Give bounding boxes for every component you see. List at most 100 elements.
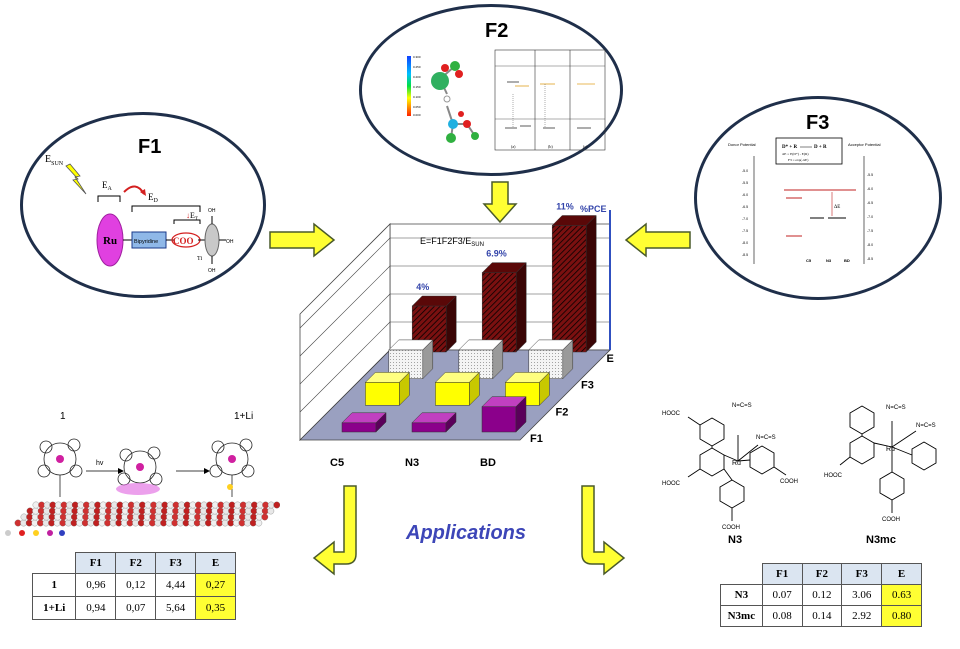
svg-text:-8.5: -8.5: [742, 253, 748, 257]
svg-text:N=C=S: N=C=S: [916, 423, 936, 429]
svg-text:0.250: 0.250: [413, 65, 421, 69]
x-category-label: BD: [480, 457, 496, 469]
bar-f1-c5: [341, 422, 377, 433]
bar-side: [399, 371, 410, 406]
bar-e-bd: [551, 225, 587, 353]
svg-text:ΔE = E(D*) - E(R): ΔE = E(D*) - E(R): [782, 152, 809, 156]
svg-text:-5.5: -5.5: [742, 181, 748, 185]
svg-text:EA: EA: [102, 180, 113, 192]
bar-f2-n3: [435, 382, 470, 406]
svg-text:1+Li: 1+Li: [234, 411, 253, 422]
bar-side: [422, 339, 434, 380]
bar-side: [375, 412, 387, 433]
svg-text:OH: OH: [208, 208, 216, 214]
svg-text:D* + R: D* + R: [782, 145, 797, 150]
bar-side: [469, 371, 480, 406]
bar-side: [515, 262, 527, 353]
bar-side: [445, 295, 457, 353]
svg-text:-8.5: -8.5: [867, 257, 873, 261]
svg-text:F3 = exp(-ΔE): F3 = exp(-ΔE): [788, 158, 809, 162]
svg-text:-7.5: -7.5: [742, 229, 748, 233]
svg-text:HOOC: HOOC: [824, 473, 843, 479]
svg-text:COO: COO: [173, 236, 194, 246]
table-row: 1 0,96 0,12 4,44 0,27: [31, 572, 236, 597]
bar-side: [562, 339, 574, 380]
svg-text:ED: ED: [148, 192, 159, 204]
row-label: F1: [530, 433, 543, 445]
table-header-row: F1 F2 F3 E: [720, 563, 922, 585]
gridline: [299, 265, 391, 357]
f1-label: F1: [138, 136, 162, 158]
arrow-down-left: [312, 485, 357, 576]
arrow-down-right: [581, 485, 626, 576]
table-row: N3 0.07 0.12 3.06 0.63: [720, 583, 922, 606]
bar-f1-bd: [481, 406, 517, 433]
chart-formula: E=F1F2F3/ESUN: [420, 236, 484, 248]
svg-text:COOH: COOH: [722, 525, 740, 531]
svg-text:Ru: Ru: [732, 460, 741, 467]
svg-text:1: 1: [60, 411, 66, 422]
table-row: 1+Li 0,94 0,07 5,64 0,35: [31, 595, 236, 620]
row-label: F3: [581, 380, 594, 392]
bar-e-n3: [481, 272, 517, 353]
esun-label: ESUN: [45, 154, 64, 167]
svg-text:N3: N3: [826, 258, 832, 263]
f1-panel: [20, 112, 266, 298]
svg-text:N=C=S: N=C=S: [886, 405, 906, 411]
svg-text:Ru: Ru: [103, 235, 117, 247]
results-table-right: F1 F2 F3 E N3 0.07 0.12 3.06 0.63 N3mc 0…: [720, 563, 922, 627]
ti-cluster: [204, 223, 220, 257]
svg-text:N=C=S: N=C=S: [732, 403, 752, 409]
bar-side: [445, 412, 457, 433]
svg-text:-7.0: -7.0: [867, 215, 873, 219]
svg-text:0.150: 0.150: [413, 85, 421, 89]
pce-value-label: 11%: [556, 202, 574, 212]
dye-on-surface-scheme: 1 1+Li hv: [5, 411, 280, 536]
svg-text:Ru: Ru: [886, 446, 895, 453]
f3-energy-diagram: Donor Potential Acceptor Potential D* + …: [728, 137, 881, 264]
pce-axis-title: %PCE: [580, 204, 607, 214]
svg-text:D + R: D + R: [814, 145, 827, 150]
f3-panel: [694, 96, 942, 300]
svg-text:-6.0: -6.0: [742, 193, 748, 197]
n3-caption: N3: [728, 534, 743, 546]
table-row: N3mc 0.08 0.14 2.92 0.80: [720, 604, 922, 627]
svg-text:-6.5: -6.5: [742, 205, 748, 209]
pce-value-label: 6.9%: [486, 249, 507, 259]
x-category-label: N3: [405, 457, 419, 469]
row-label: E: [607, 353, 614, 365]
svg-text:N=C=S: N=C=S: [756, 435, 776, 441]
tio2-surface: [14, 501, 280, 527]
f1-scheme: ESUN EA ED Ru Bipyridine ↓ET COO Ti OH O…: [45, 154, 234, 274]
svg-text:HOOC: HOOC: [662, 411, 681, 417]
svg-text:BD: BD: [844, 258, 850, 263]
n3-molecule: Ru HOOC HOOC COOH COOH N=C=S N=C=S: [662, 403, 798, 531]
svg-text:Ti: Ti: [197, 256, 202, 262]
svg-text:COOH: COOH: [780, 479, 798, 485]
gridline: [299, 293, 391, 385]
svg-text:OH: OH: [226, 239, 234, 245]
svg-text:Bipyridine: Bipyridine: [134, 239, 158, 245]
dye-molecule-2: [117, 446, 163, 486]
n3mc-caption: N3mc: [866, 534, 896, 546]
row-label: F2: [556, 406, 569, 418]
svg-text:Donor Potential: Donor Potential: [728, 142, 756, 147]
svg-text:0.100: 0.100: [413, 95, 421, 99]
f3-label: F3: [806, 112, 830, 134]
bar-f2-c5: [365, 382, 400, 406]
bar-side: [585, 214, 597, 353]
svg-text:-7.0: -7.0: [742, 217, 748, 221]
svg-text:0.050: 0.050: [413, 105, 421, 109]
svg-text:Acceptor Potential: Acceptor Potential: [848, 142, 881, 147]
pce-value-label: 4%: [416, 282, 429, 292]
bar-side: [539, 371, 550, 406]
bar-side: [515, 396, 527, 433]
x-category-label: C5: [330, 457, 344, 469]
svg-text:hv: hv: [96, 460, 104, 467]
svg-text:-8.0: -8.0: [867, 243, 873, 247]
svg-text:↓ET: ↓ET: [186, 211, 198, 222]
atom-green: [431, 72, 449, 90]
svg-text:C5: C5: [806, 258, 812, 263]
svg-text:-6.0: -6.0: [867, 187, 873, 191]
svg-text:(c): (c): [583, 144, 588, 149]
